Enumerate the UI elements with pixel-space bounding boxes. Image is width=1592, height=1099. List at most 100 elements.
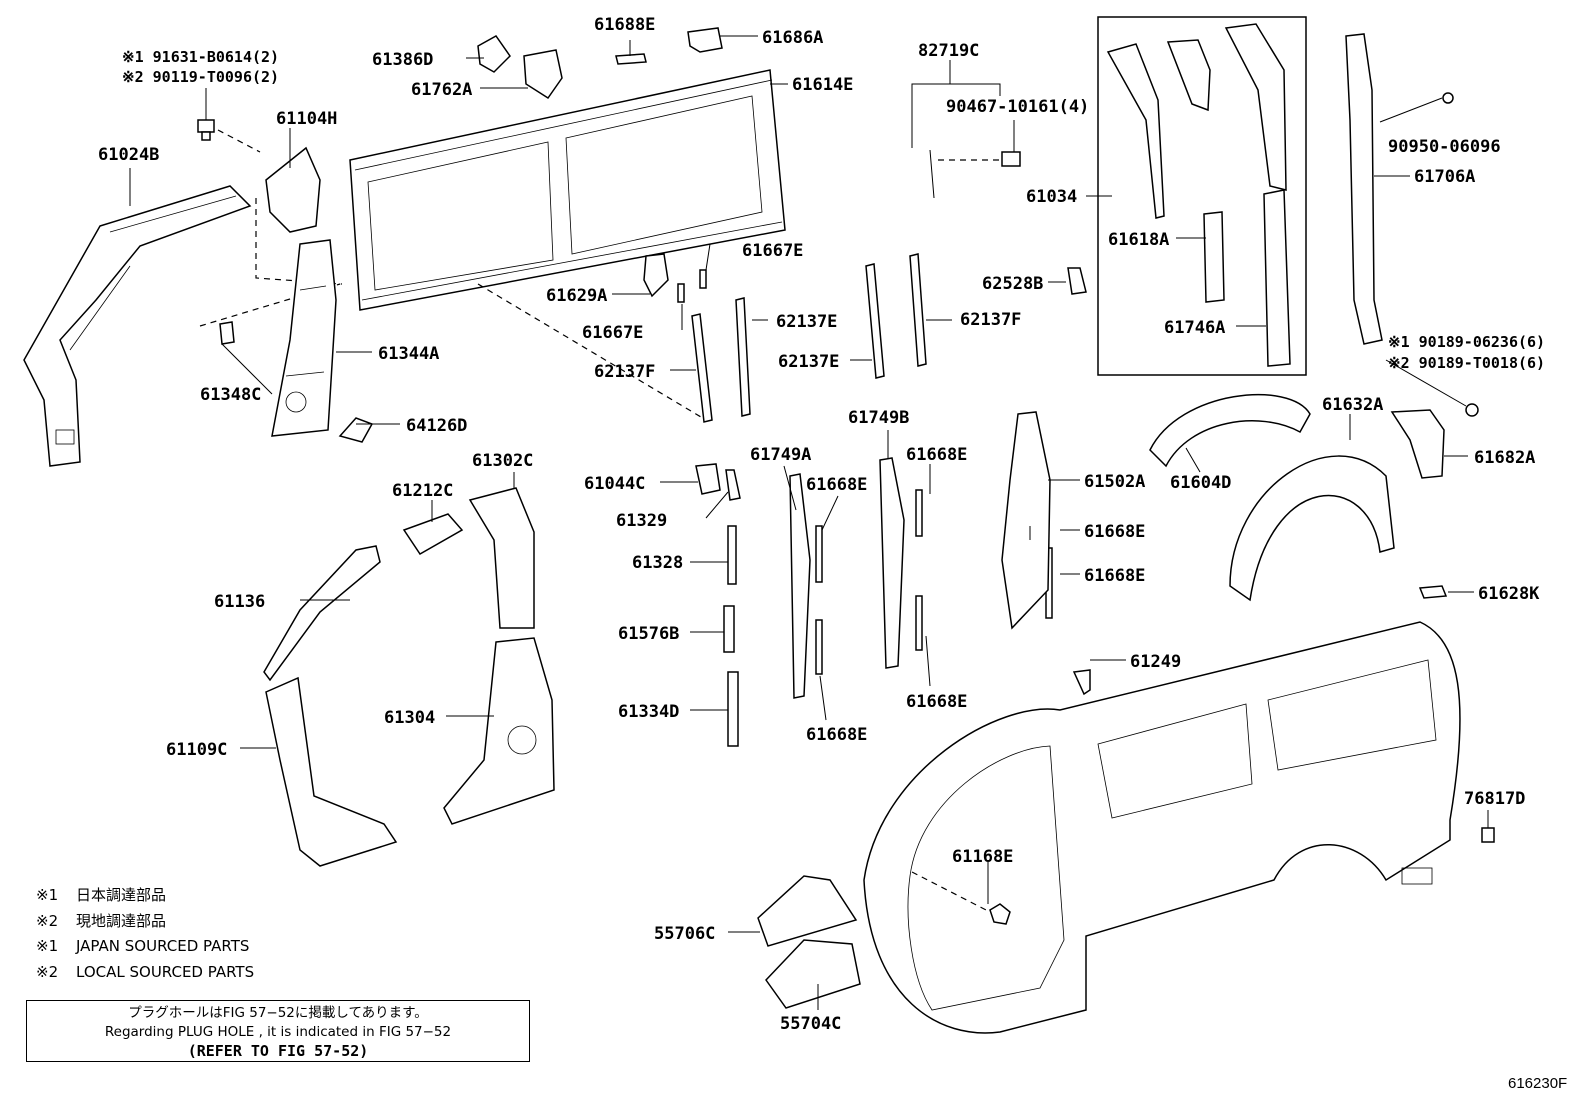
part-61344A-shape — [271, 239, 337, 437]
legend-mark: ※2 — [36, 962, 59, 981]
part-61749B-shape — [879, 457, 905, 669]
part-61618A-shape — [1203, 211, 1225, 303]
label-61614E: 61614E — [792, 75, 853, 95]
part-62528B-shape — [1067, 267, 1087, 295]
part-61212C-shape — [402, 513, 464, 555]
plug-hole-note: プラグホールはFIG 57−52に掲載してあります。 Regarding PLU… — [26, 1000, 530, 1062]
legend-text: 日本調達部品 — [76, 886, 167, 904]
legend-row: ※2 現地調達部品 — [36, 909, 254, 935]
label-76817D: 76817D — [1464, 789, 1525, 809]
legend-mark: ※2 — [36, 911, 59, 930]
part-61044C-shape — [695, 463, 721, 495]
label-61168E: 61168E — [952, 847, 1013, 867]
part-61334D-shape — [727, 671, 739, 747]
label-61302C: 61302C — [472, 451, 533, 471]
part-61668E-b-shape — [815, 525, 823, 583]
label-61749B: 61749B — [848, 408, 909, 428]
part-62137F-a-shape — [691, 313, 713, 423]
label-61668E-d: 61668E — [1084, 566, 1145, 586]
part-90467-shape — [1001, 151, 1021, 167]
label-61688E: 61688E — [594, 15, 655, 35]
part-61604D-shape — [1149, 393, 1311, 468]
part-55704C-shape — [765, 939, 861, 1009]
legend-mark: ※1 — [36, 937, 59, 955]
label-61344A: 61344A — [378, 344, 439, 364]
note-fastener-90189-06236: ※1 90189-06236(6) — [1388, 333, 1545, 351]
note-fastener-90189-T0018: ※2 90189-T0018(6) — [1388, 354, 1545, 372]
part-61628K-shape — [1418, 585, 1448, 599]
part-61668E-a-shape — [915, 489, 923, 537]
part-64126D-shape — [338, 417, 374, 443]
kit-61034-box — [1097, 16, 1307, 376]
part-61104H-shape — [265, 146, 321, 233]
part-61614E-shape — [349, 69, 786, 311]
part-61629A-shape — [643, 253, 669, 298]
label-64126D: 64126D — [406, 416, 467, 436]
label-61576B: 61576B — [618, 624, 679, 644]
label-61632A: 61632A — [1322, 395, 1383, 415]
part-55706C-shape — [757, 875, 858, 947]
legend-mark: ※1 — [36, 886, 59, 904]
part-62137E-b-shape — [865, 263, 885, 379]
part-61502A-shape — [1001, 411, 1051, 630]
legend-row: ※1 日本調達部品 — [36, 883, 254, 909]
part-62137F-b-shape — [909, 253, 927, 367]
label-61746A: 61746A — [1164, 318, 1225, 338]
note-line-english: Regarding PLUG HOLE , it is indicated in… — [104, 1024, 452, 1040]
label-62137F-a: 62137F — [594, 362, 655, 382]
legend-text: JAPAN SOURCED PARTS — [76, 937, 250, 955]
label-61629A: 61629A — [546, 286, 607, 306]
part-61762A-shape — [523, 49, 563, 100]
label-90950-06096: 90950-06096 — [1388, 137, 1501, 157]
part-61304-shape — [443, 637, 555, 825]
part-61632A-shape — [1229, 455, 1395, 602]
label-61667E-a: 61667E — [742, 241, 803, 261]
label-61628K: 61628K — [1478, 584, 1540, 604]
part-61668E-e-shape — [915, 595, 923, 651]
label-61136: 61136 — [214, 592, 265, 612]
label-61334D: 61334D — [618, 702, 679, 722]
legend-text: 現地調達部品 — [76, 911, 167, 930]
label-61212C: 61212C — [392, 481, 453, 501]
label-61667E-b: 61667E — [582, 323, 643, 343]
part-61386D-shape — [477, 35, 511, 73]
part-61348C-shape — [219, 321, 235, 345]
label-61328: 61328 — [632, 553, 683, 573]
part-62137E-a-shape — [735, 297, 751, 417]
part-61667E-a-shape — [699, 269, 707, 289]
label-55706C: 55706C — [654, 924, 715, 944]
part-61686A-shape — [687, 27, 723, 53]
part-61667E-b-shape — [677, 283, 685, 303]
part-61746A-shape — [1263, 189, 1291, 367]
part-61576B-shape — [723, 605, 735, 653]
label-61668E-e: 61668E — [906, 692, 967, 712]
label-61668E-c: 61668E — [1084, 522, 1145, 542]
label-61386D: 61386D — [372, 50, 433, 70]
label-61348C: 61348C — [200, 385, 261, 405]
label-61329: 61329 — [616, 511, 667, 531]
note-fastener-90119: ※2 90119-T0096(2) — [122, 68, 279, 86]
label-61749A: 61749A — [750, 445, 811, 465]
label-61668E-a: 61668E — [906, 445, 967, 465]
label-55704C: 55704C — [780, 1014, 841, 1034]
legend-row: ※1 JAPAN SOURCED PARTS — [36, 934, 254, 960]
label-62137F-b: 62137F — [960, 310, 1021, 330]
label-61668E-f: 61668E — [806, 725, 867, 745]
part-61329-shape — [725, 469, 741, 501]
part-61168E-shape — [989, 903, 1011, 925]
label-62137E-a: 62137E — [776, 312, 837, 332]
label-61044C: 61044C — [584, 474, 645, 494]
label-61249: 61249 — [1130, 652, 1181, 672]
note-line-japanese: プラグホールはFIG 57−52に掲載してあります。 — [128, 1005, 428, 1021]
part-61109C-shape — [265, 676, 398, 867]
label-61109C: 61109C — [166, 740, 227, 760]
label-61034: 61034 — [1026, 187, 1077, 207]
label-62528B: 62528B — [982, 274, 1043, 294]
label-61604D: 61604D — [1170, 473, 1231, 493]
part-61136-shape — [263, 545, 381, 682]
label-61502A: 61502A — [1084, 472, 1145, 492]
label-61304: 61304 — [384, 708, 435, 728]
part-61668E-f-shape — [815, 619, 823, 675]
label-90467-10161: 90467-10161(4) — [946, 97, 1089, 117]
part-61024B-shape — [23, 185, 252, 467]
